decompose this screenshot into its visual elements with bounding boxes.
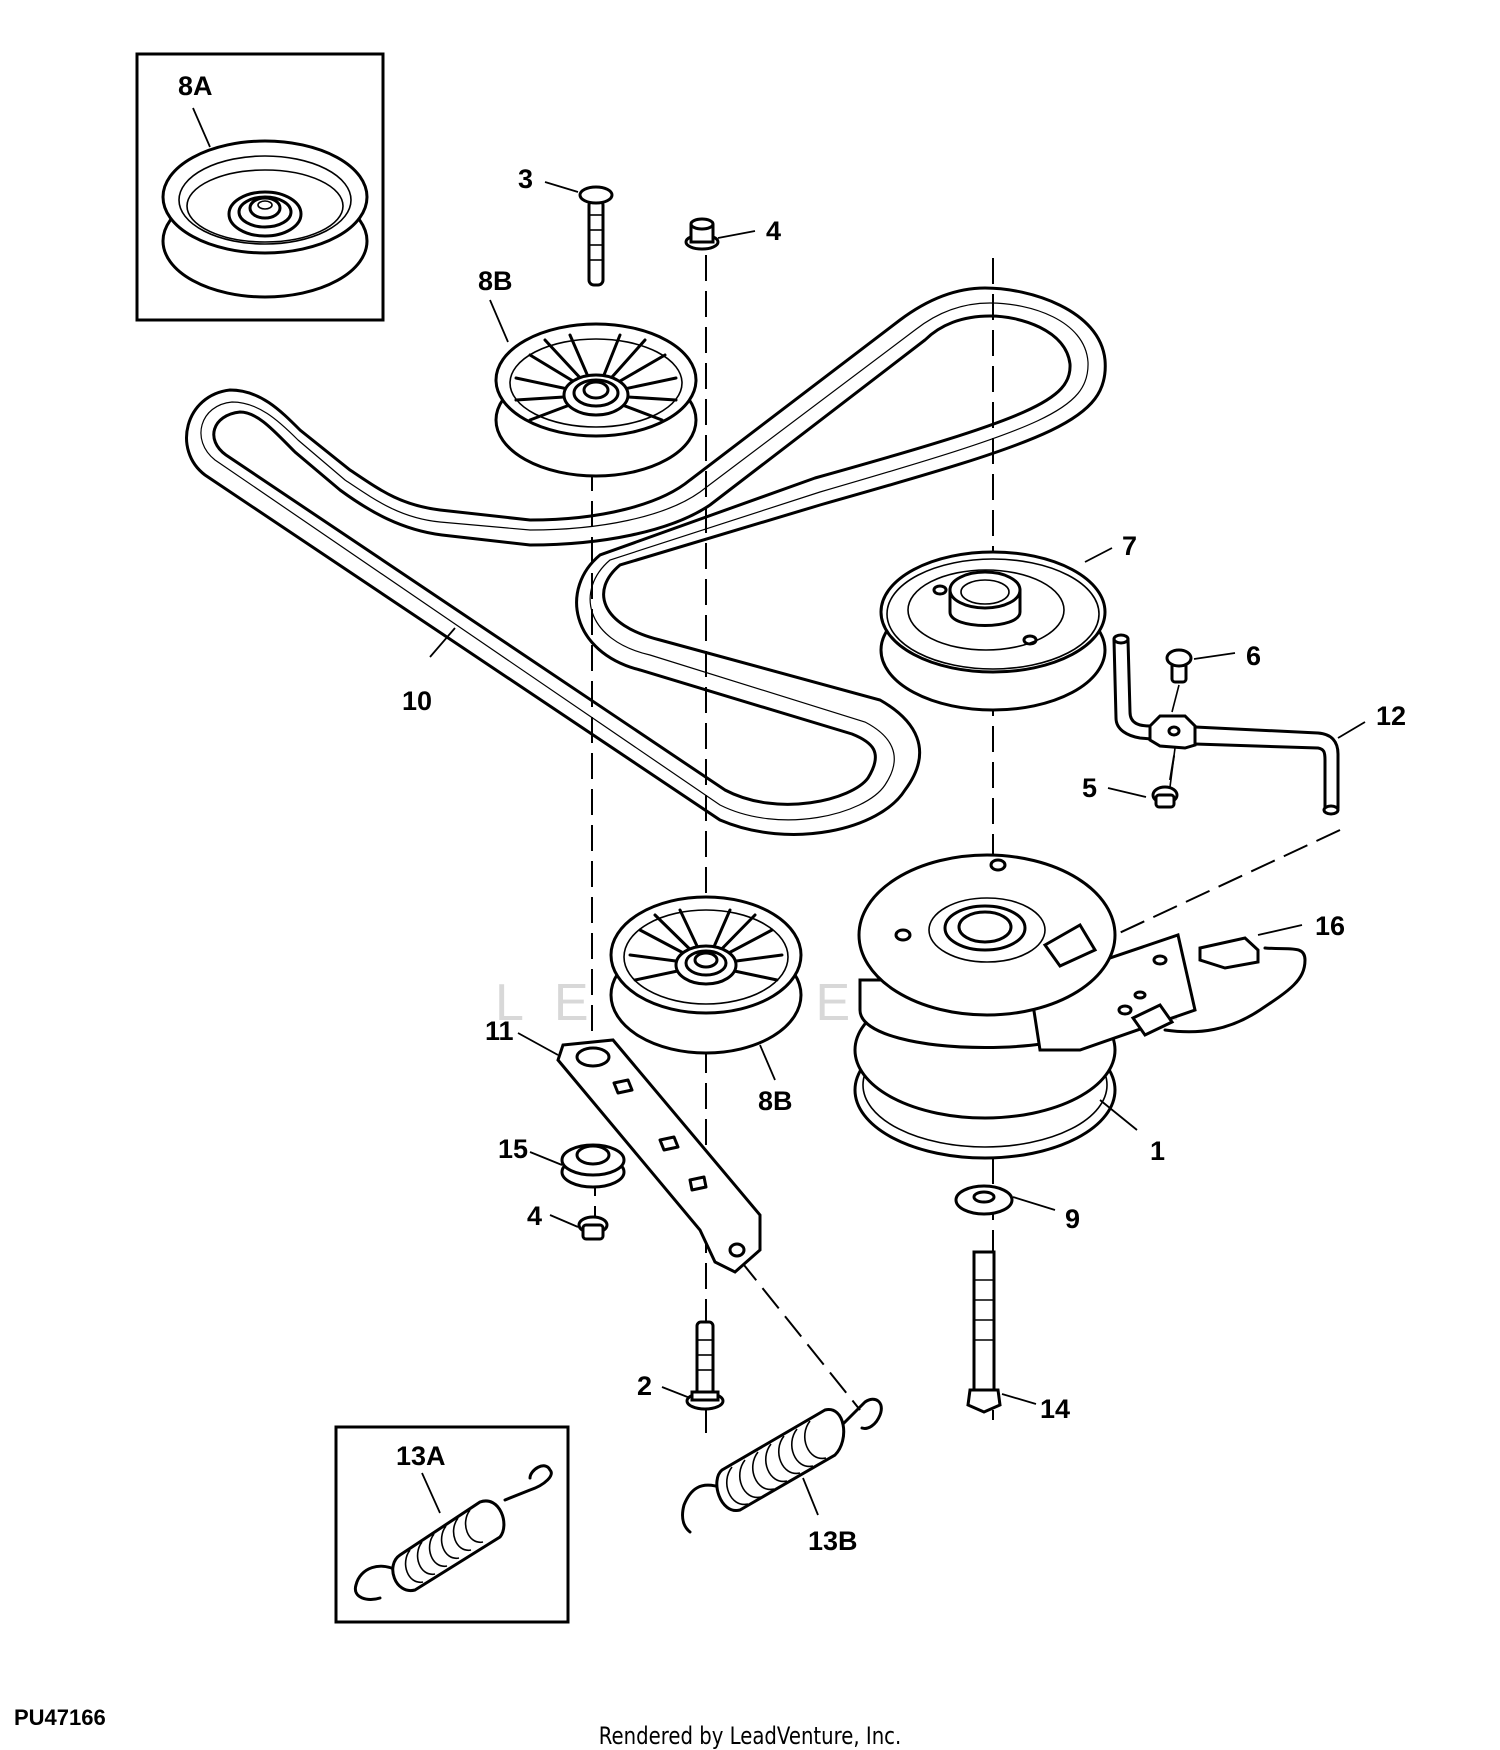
cap-screw-14: 14 [966,1250,1070,1424]
callout-16: 16 [1315,911,1345,941]
inset-8A: 8A [135,52,385,322]
spring-coils [726,1420,827,1506]
callout-3: 3 [518,164,533,194]
axis-line [739,1259,861,1411]
engine-pulley-7: 7 [879,531,1137,712]
callout-4-top: 4 [766,216,781,246]
callout-9: 9 [1065,1204,1080,1234]
wiring-connector-16: 16 [1163,911,1345,1034]
callout-4-bottom: 4 [527,1201,542,1231]
spring-13B: 13B [681,1397,883,1556]
callout-12: 12 [1376,701,1406,731]
callout-13A: 13A [396,1441,446,1471]
pulley-8A-icon [161,139,369,299]
flange-nut-5: 5 [1082,747,1179,809]
flange-nut-4-top: 4 [684,216,781,251]
callout-14: 14 [1040,1394,1070,1424]
pto-clutch-1: 1 [853,853,1197,1166]
render-credit: Rendered by LeadVenture, Inc. [598,1722,902,1750]
flange-screw-6: 6 [1165,641,1261,713]
pulley-bolt-3: 3 [518,164,614,287]
drive-belt-10 [185,286,1107,836]
callout-8A: 8A [178,71,213,101]
callout-2: 2 [637,1371,652,1401]
washer-9: 9 [954,1184,1080,1234]
inset-13A: 13A [334,1425,570,1624]
idler-arm-11: 11 [485,1016,762,1274]
flange-nut-4-bottom: 4 [527,1201,609,1241]
callout-6: 6 [1246,641,1261,671]
callout-8B-bottom: 8B [758,1086,793,1116]
idler-pulley-8B-bottom: 8B [609,895,803,1116]
callout-8B-top: 8B [478,266,513,296]
callout-10: 10 [402,686,432,716]
callout-13B: 13B [808,1526,858,1556]
clutch-bracket-12: 12 [1112,633,1406,816]
callout-15: 15 [498,1134,528,1164]
figure-id: PU47166 [14,1705,106,1730]
callout-1: 1 [1150,1136,1165,1166]
callout-11: 11 [485,1016,514,1046]
spacer-bushing-15: 15 [498,1134,626,1189]
idler-pulley-8B-top: 8B [478,266,698,478]
callout-5: 5 [1082,773,1097,803]
callout-7: 7 [1122,531,1137,561]
bolt-2: 2 [637,1320,725,1411]
